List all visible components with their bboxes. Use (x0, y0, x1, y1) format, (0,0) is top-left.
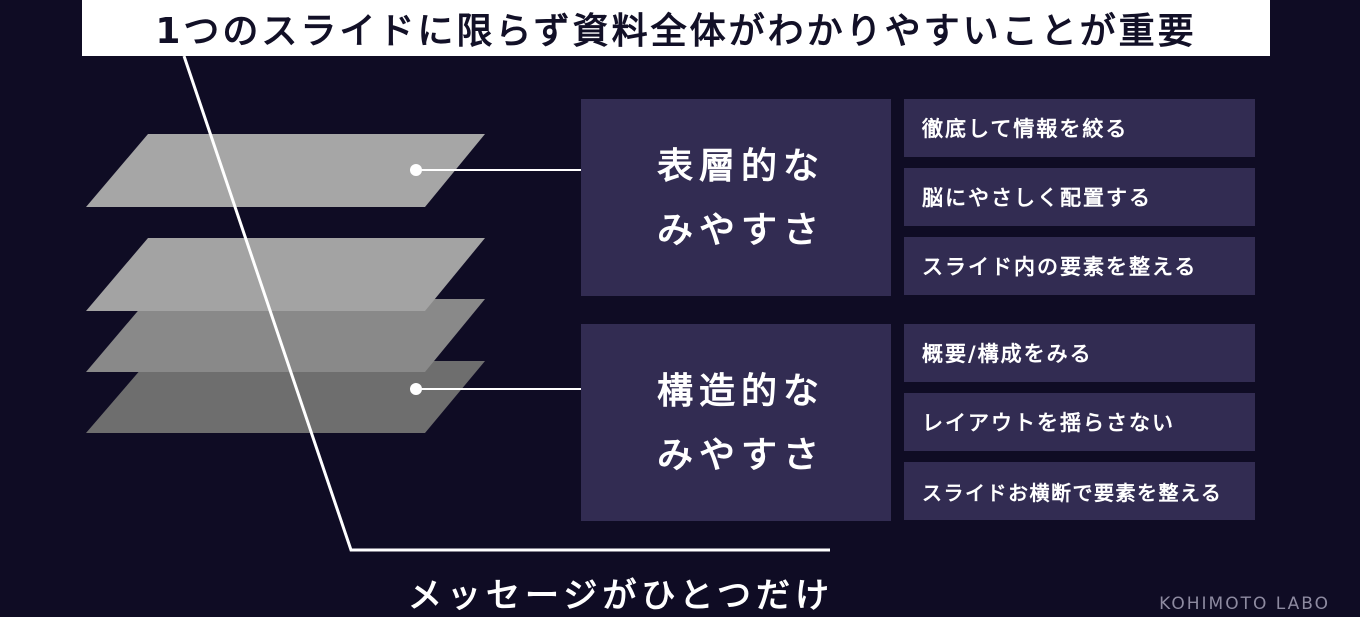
structural-category-box: 構造的な みやすさ (581, 324, 891, 521)
surface-category-box: 表層的な みやすさ (581, 99, 891, 296)
surface-category-line1: 表層的な (657, 146, 826, 187)
surface-connector-dot (410, 164, 422, 176)
structural-category-line1: 構造的な (657, 371, 826, 412)
message-caption: メッセージがひとつだけ (408, 576, 834, 616)
surface-item-2: 脳にやさしく配置する (904, 168, 1255, 226)
structural-item-3: スライドお横断で要素を整える (904, 462, 1255, 520)
layer-top (86, 134, 485, 207)
page-title: 1つのスライドに限らず資料全体がわかりやすいことが重要 (82, 0, 1270, 56)
structural-item-1: 概要/構成をみる (904, 324, 1255, 382)
brand-watermark: KOHIMOTO LABO (1159, 594, 1330, 614)
structural-connector-dot (410, 383, 422, 395)
layer-upper-middle (86, 238, 485, 311)
structural-category-line2: みやすさ (657, 435, 826, 476)
surface-category-line2: みやすさ (657, 210, 826, 251)
layer-bottom (86, 361, 485, 433)
surface-item-1: 徹底して情報を絞る (904, 99, 1255, 157)
message-pointer-line (182, 55, 830, 552)
structural-item-2: レイアウトを揺らさない (904, 393, 1255, 451)
surface-item-3: スライド内の要素を整える (904, 237, 1255, 295)
layer-lower-middle (86, 299, 485, 372)
